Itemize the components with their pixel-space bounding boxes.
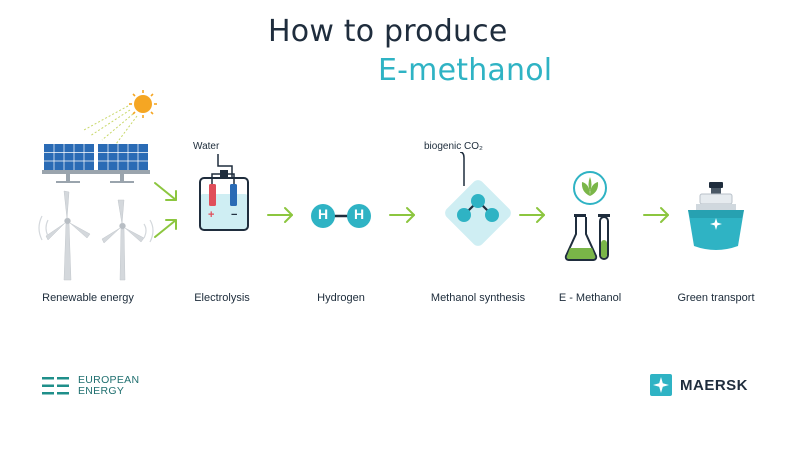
stage-label-e-methanol: E - Methanol xyxy=(558,292,622,304)
arrow-icon xyxy=(389,207,415,223)
stage-label-green-transport: Green transport xyxy=(677,292,755,304)
plus-sign: + xyxy=(208,209,215,221)
european-energy-mark-icon xyxy=(42,377,69,395)
electrolysis-icon xyxy=(199,154,249,231)
european-energy-logo: EUROPEAN ENERGY xyxy=(42,375,139,397)
e-methanol-flask-icon xyxy=(564,171,610,261)
stage-label-hydrogen: Hydrogen xyxy=(317,292,365,304)
stage-label-methanol-synthesis: Methanol synthesis xyxy=(430,292,526,304)
arrow-icon xyxy=(643,207,669,223)
sun-icon xyxy=(83,90,157,145)
leaf-icon xyxy=(581,177,599,196)
hydrogen-molecule-icon xyxy=(311,204,371,228)
arrow-icon xyxy=(519,207,545,223)
minus-sign: − xyxy=(231,209,238,221)
solar-panel-icon xyxy=(42,144,150,183)
wind-turbine-icon xyxy=(45,190,145,281)
ship-icon xyxy=(688,182,744,250)
renewable-energy-icon xyxy=(38,90,157,281)
methanol-synthesis-icon xyxy=(445,152,511,246)
stage-label-electrolysis: Electrolysis xyxy=(194,292,250,304)
water-label: Water xyxy=(193,141,220,152)
maersk-wordmark: MAERSK xyxy=(680,376,749,394)
page-title: How to produce xyxy=(268,14,508,49)
biogenic-co2-label: biogenic CO₂ xyxy=(424,141,483,152)
stage-label-renewable-energy: Renewable energy xyxy=(42,292,134,304)
arrow-icon xyxy=(154,182,177,238)
maersk-star-icon xyxy=(650,374,672,396)
arrow-icon xyxy=(267,207,293,223)
page-subtitle: E-methanol xyxy=(378,53,553,88)
hydrogen-atom-label: H xyxy=(318,206,329,222)
european-energy-line2: ENERGY xyxy=(78,385,125,397)
maersk-logo: MAERSK xyxy=(650,374,748,396)
hydrogen-atom-label: H xyxy=(354,206,365,222)
european-energy-line1: EUROPEAN xyxy=(78,374,140,386)
maersk-star-icon xyxy=(710,218,722,230)
